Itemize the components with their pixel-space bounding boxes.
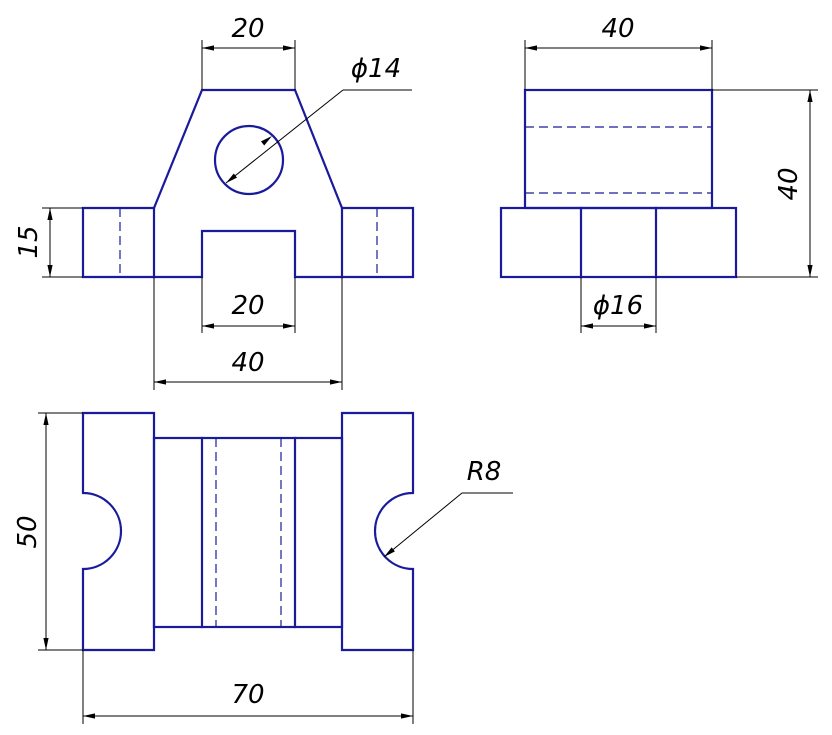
top-view: 50 70 R8: [13, 411, 513, 724]
top-view-right-block: [340, 411, 415, 652]
dim-side-hole-diameter: ϕ16: [580, 277, 657, 333]
dim-slot-width-label: 20: [231, 291, 264, 321]
side-view-base: [499, 206, 738, 279]
dim-body-width-label: 40: [231, 348, 264, 378]
dim-top-width: 20: [201, 14, 296, 90]
dim-side-width-label: 40: [601, 14, 634, 44]
dim-notch-radius: R8: [382, 457, 513, 560]
dim-base-height: 15: [14, 207, 83, 278]
dim-top-depth-label: 50: [13, 515, 43, 548]
side-view: 40 40 ϕ16: [499, 14, 818, 333]
dim-side-height-label: 40: [774, 167, 804, 200]
dim-top-depth: 50: [13, 412, 83, 651]
dim-top-width-label: 20: [231, 14, 264, 44]
dim-body-width: 40: [153, 277, 343, 390]
front-view-hole: [213, 124, 285, 196]
front-view-outline: [81, 88, 415, 279]
dim-top-length-label: 70: [231, 680, 264, 710]
dim-notch-radius-label: R8: [467, 457, 502, 487]
dim-side-height: 40: [712, 89, 818, 278]
dim-slot-width: 20: [201, 277, 296, 333]
dim-top-length: 70: [82, 650, 414, 724]
front-view: 20 ϕ14 15 20: [14, 14, 415, 390]
dim-base-height-label: 15: [14, 225, 44, 258]
dim-side-width: 40: [524, 14, 713, 90]
top-view-left-block: [81, 411, 156, 652]
dim-hole-diameter-label: ϕ14: [351, 54, 401, 84]
dim-side-hole-diameter-label: ϕ16: [593, 291, 643, 321]
top-view-middle-body: [152, 436, 344, 629]
dim-hole-diameter: ϕ14: [224, 54, 412, 186]
side-view-upper-block: [523, 88, 714, 210]
